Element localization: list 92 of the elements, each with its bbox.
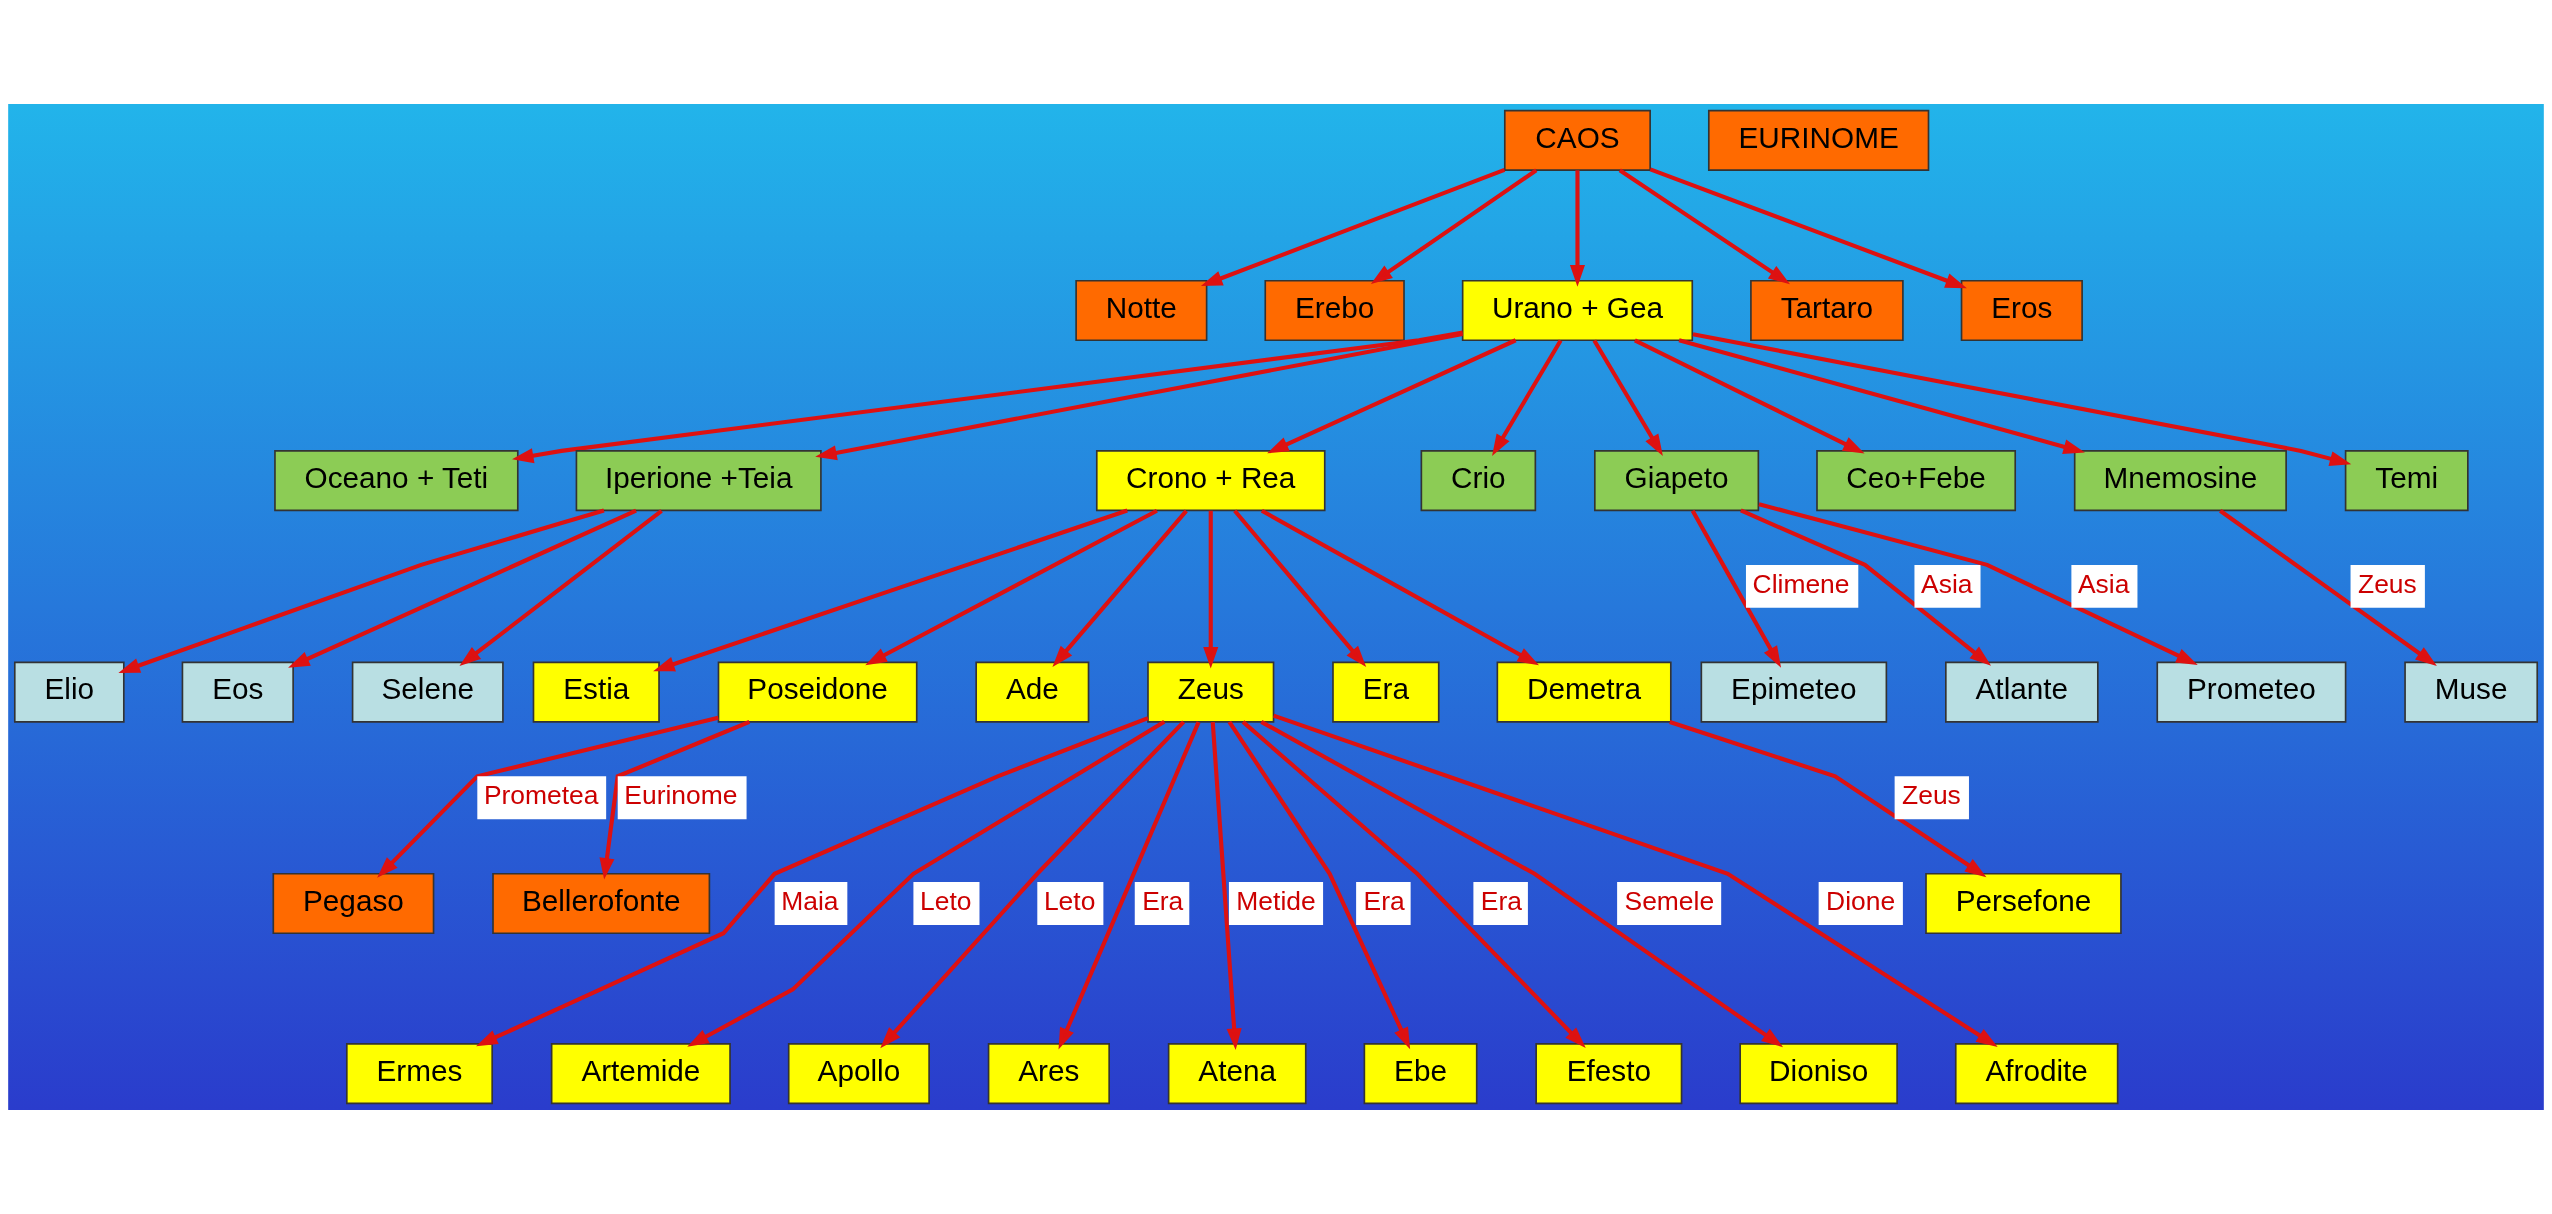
node-box: Era xyxy=(1332,661,1440,723)
node-box: Efesto xyxy=(1535,1043,1683,1105)
edge-label: Semele xyxy=(1624,885,1715,916)
node-box: Eros xyxy=(1960,279,2083,342)
arrow xyxy=(288,508,637,668)
node-box: Ebe xyxy=(1363,1043,1478,1105)
node-box: Iperione +Teia xyxy=(575,450,822,512)
arrow xyxy=(1241,720,1586,1049)
arrow xyxy=(1592,339,1663,456)
arrow xyxy=(1210,722,1242,1050)
node-box: EURINOME xyxy=(1707,109,1930,171)
node-box: Ceo+Febe xyxy=(1816,450,2017,512)
edge-label: Asia xyxy=(1921,568,1973,599)
edge-label: Zeus xyxy=(1902,780,1961,811)
arrow xyxy=(1260,720,1784,1048)
arrow xyxy=(1370,168,1538,284)
arrow xyxy=(1203,510,1219,669)
node-box: Bellerofonte xyxy=(492,872,711,935)
arrow xyxy=(1618,168,1790,285)
edge-label: Asia xyxy=(2077,568,2130,599)
arrow xyxy=(1267,338,1517,454)
arrow xyxy=(1758,502,2198,665)
arrow xyxy=(1200,168,1506,287)
arrow xyxy=(1669,719,1987,878)
arrow xyxy=(459,509,663,667)
arrow xyxy=(1492,339,1563,456)
arrow xyxy=(1052,509,1188,667)
node-box: Tartaro xyxy=(1750,279,1904,342)
arrow xyxy=(1634,338,1865,454)
edge-label: Dione xyxy=(1826,885,1896,916)
node-box: Muse xyxy=(2404,661,2539,723)
node-box: Afrodite xyxy=(1954,1043,2119,1105)
node-box: Oceano + Teti xyxy=(274,450,519,512)
node-box: Zeus xyxy=(1147,661,1275,723)
node-box: Pegaso xyxy=(272,872,435,935)
node-box: Estia xyxy=(532,661,660,723)
arrow xyxy=(1649,167,1967,289)
arrow xyxy=(1678,338,2085,455)
node-box: Selene xyxy=(351,661,504,723)
node-box: Ares xyxy=(987,1043,1110,1105)
arrow xyxy=(1690,509,1782,668)
arrow xyxy=(1692,332,2352,466)
edge-label: Era xyxy=(1480,885,1522,916)
edge-label: Prometea xyxy=(483,780,599,811)
node-box: Ermes xyxy=(346,1043,493,1105)
edge-label: Leto xyxy=(920,885,972,916)
node-box: CAOS xyxy=(1503,109,1651,171)
arrow xyxy=(1272,713,1998,1047)
arrow xyxy=(1260,509,1539,666)
node-box: Ade xyxy=(975,661,1090,723)
arrow xyxy=(512,330,1463,464)
edge-label: Zeus xyxy=(2357,568,2417,599)
arrow xyxy=(815,331,1463,461)
node-box: Demetra xyxy=(1496,661,1672,723)
arrow xyxy=(1740,508,1992,666)
node-box: Atlante xyxy=(1945,661,2099,723)
node-box: Epimeteo xyxy=(1700,661,1888,723)
node-box: Crono + Rea xyxy=(1095,450,1326,512)
arrow xyxy=(1058,721,1201,1050)
node-box: Artemide xyxy=(550,1043,731,1105)
node-box: Persefone xyxy=(1925,872,2122,935)
node-box: Eos xyxy=(181,661,294,723)
node-box: Apollo xyxy=(787,1043,930,1105)
arrow xyxy=(599,720,751,880)
node-box: Poseidone xyxy=(717,661,918,723)
edge-label: Era xyxy=(1363,885,1405,916)
node-box: Notte xyxy=(1075,279,1208,342)
node-box: Dioniso xyxy=(1739,1043,1898,1105)
node-box: Crio xyxy=(1420,450,1537,512)
arrow xyxy=(1233,509,1367,668)
node-box: Erebo xyxy=(1264,279,1405,342)
edge-label: Era xyxy=(1142,885,1184,916)
arrow xyxy=(653,508,1128,672)
arrow xyxy=(118,508,605,673)
arrow xyxy=(865,508,1158,666)
node-box: Giapeto xyxy=(1594,450,1760,512)
arrow xyxy=(880,720,1186,1049)
arrow xyxy=(1569,170,1585,287)
edge-label: Climene xyxy=(1752,568,1850,599)
node-box: Elio xyxy=(13,661,125,723)
edge-label: Leto xyxy=(1043,885,1096,916)
arrow xyxy=(687,720,1166,1047)
node-box: Atena xyxy=(1167,1043,1307,1105)
node-box: Prometeo xyxy=(2156,661,2347,723)
node-box: Urano + Gea xyxy=(1461,279,1694,342)
node-box: Mnemosine xyxy=(2073,450,2287,512)
node-box: Temi xyxy=(2344,450,2469,512)
edge-label: Eurinome xyxy=(624,780,738,811)
edge-label: Metide xyxy=(1236,885,1316,916)
arrow xyxy=(377,715,719,878)
edge-label: Maia xyxy=(781,885,839,916)
arrow xyxy=(2219,509,2437,666)
